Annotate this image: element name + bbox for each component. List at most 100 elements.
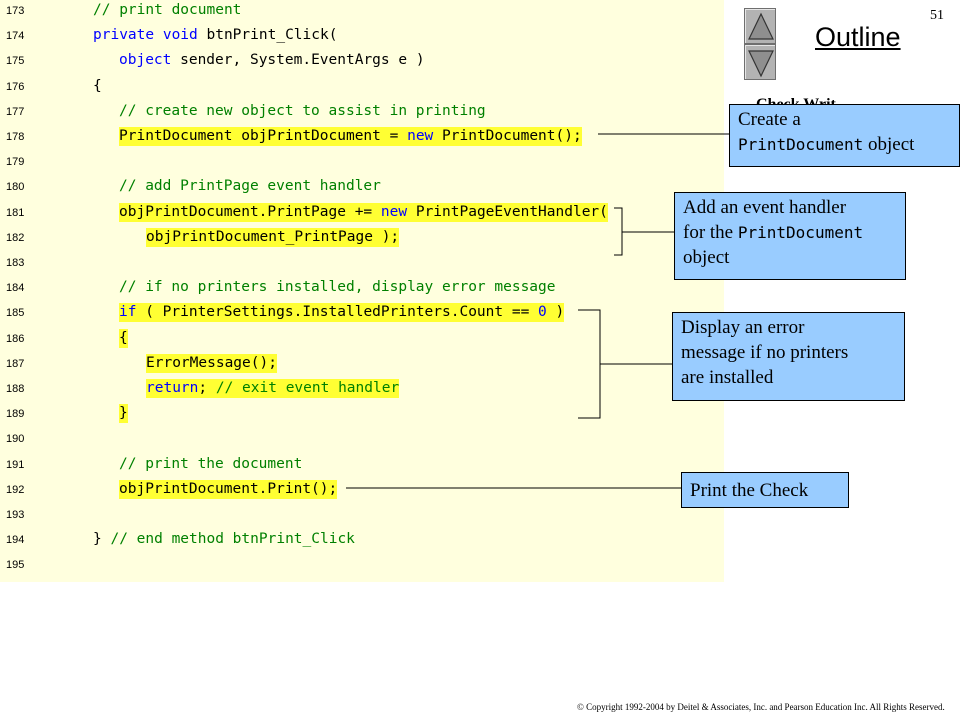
- code-text: return; // exit event handler: [146, 379, 400, 398]
- code-token-comment: // exit event handler: [215, 380, 400, 396]
- callout-create-line1: Create a: [738, 109, 801, 130]
- code-text: object sender, System.EventArgs e ): [119, 51, 425, 70]
- line-number: 180: [6, 181, 25, 194]
- callout-error-line2: message if no printers: [681, 342, 849, 363]
- line-number: 173: [6, 5, 25, 17]
- line-number: 194: [6, 534, 25, 547]
- code-text: PrintDocument objPrintDocument = new Pri…: [119, 127, 582, 146]
- code-text: // create new object to assist in printi…: [119, 102, 486, 121]
- code-token-keyword: private void: [93, 27, 198, 44]
- code-token-plain: ErrorMessage();: [146, 354, 277, 371]
- line-number: 186: [6, 332, 25, 345]
- code-token-keyword: new: [380, 203, 408, 220]
- code-line: 173 // print document: [0, 0, 724, 25]
- code-token-plain: {: [93, 77, 102, 94]
- code-token-plain: PrintDocument();: [433, 128, 582, 144]
- code-line: 183: [0, 252, 724, 277]
- code-line: 186 {: [0, 328, 724, 353]
- page-number: 51: [930, 8, 944, 23]
- line-number: 178: [6, 131, 25, 143]
- code-text: }: [119, 404, 128, 424]
- code-line: 185 if ( PrinterSettings.InstalledPrinter…: [0, 302, 724, 327]
- code-token-plain: PrintDocument objPrintDocument =: [119, 128, 408, 144]
- outline-title[interactable]: Outline: [815, 22, 901, 52]
- code-token-comment: // print document: [93, 2, 242, 18]
- code-line: 194} // end method btnPrint_Click: [0, 529, 724, 554]
- line-number: 187: [6, 357, 25, 370]
- line-number: 184: [6, 282, 25, 295]
- line-number: 188: [6, 383, 25, 395]
- code-token-plain: }: [93, 531, 111, 548]
- line-number: 192: [6, 483, 25, 496]
- line-number: 193: [6, 509, 25, 521]
- code-text: {: [93, 77, 102, 96]
- code-line: 180 // add PrintPage event handler: [0, 176, 724, 201]
- callout-create-printdocument: Create a PrintDocument object: [729, 104, 960, 167]
- callout-event-handler: Add an event handler for the PrintDocume…: [674, 192, 906, 280]
- code-line: 177 // create new object to assist in pri…: [0, 101, 724, 126]
- code-line: 191// print the document: [0, 454, 724, 479]
- code-text: ErrorMessage();: [146, 353, 277, 373]
- callout-handler-prefix: for the: [683, 222, 738, 243]
- callout-print-check: Print the Check: [681, 472, 849, 508]
- code-text: if ( PrinterSettings.InstalledPrinters.C…: [119, 303, 565, 323]
- code-token-plain: objPrintDocument.PrintPage +=: [119, 203, 381, 220]
- line-number: 183: [6, 257, 25, 269]
- callout-error-line1: Display an error: [681, 317, 805, 338]
- code-text: // add PrintPage event handler: [119, 177, 381, 196]
- code-token-comment: // add PrintPage event handler: [119, 178, 381, 195]
- code-line: 189}: [0, 403, 724, 428]
- code-token-plain: {: [119, 329, 128, 346]
- line-number: 177: [6, 105, 25, 118]
- code-line: 181 objPrintDocument.PrintPage += new Pri…: [0, 202, 724, 227]
- code-line: 193: [0, 504, 724, 529]
- code-text: // print the document: [119, 455, 302, 474]
- code-text: {: [119, 328, 128, 348]
- previous-slide-button[interactable]: [744, 8, 776, 44]
- code-token-comment: // if no printers installed, display err…: [119, 279, 556, 296]
- code-text: // if no printers installed, display err…: [119, 278, 556, 297]
- code-token-plain: PrintPageEventHandler(: [407, 203, 608, 220]
- line-number: 182: [6, 231, 25, 244]
- callout-create-code: PrintDocument: [738, 135, 864, 154]
- triangle-down-icon: [748, 50, 774, 78]
- code-line: 188 return; // exit event handler: [0, 378, 724, 403]
- code-token-keyword: if: [119, 304, 137, 321]
- code-text: } // end method btnPrint_Click: [93, 530, 355, 549]
- code-text: objPrintDocument.PrintPage += new PrintP…: [119, 202, 608, 222]
- next-slide-button[interactable]: [744, 44, 776, 80]
- handler-bracket: [614, 207, 623, 256]
- callout-handler-code: PrintDocument: [737, 223, 864, 242]
- callout-handler-line3: object: [683, 247, 730, 268]
- code-token-keyword: new: [407, 128, 434, 144]
- code-token-keyword: object: [119, 52, 172, 69]
- code-token-plain: ): [546, 304, 565, 321]
- code-line: 184 // if no printers installed, display …: [0, 277, 724, 302]
- code-token-comment: // end method btnPrint_Click: [110, 531, 355, 548]
- triangle-up-icon: [748, 12, 774, 40]
- line-number: 181: [6, 206, 25, 219]
- code-token-comment: // create new object to assist in printi…: [119, 102, 486, 119]
- code-token-plain: }: [119, 405, 128, 422]
- code-line: 179: [0, 151, 724, 176]
- line-number: 190: [6, 433, 25, 446]
- callout-print-text: Print the Check: [690, 480, 809, 501]
- code-token-plain: objPrintDocument_PrintPage );: [146, 228, 400, 245]
- error-bracket: [578, 309, 601, 419]
- code-line: 187 ErrorMessage();: [0, 353, 724, 378]
- callout-error-message: Display an error message if no printers …: [672, 312, 905, 401]
- code-text: private void btnPrint_Click(: [93, 26, 337, 45]
- code-token-plain: btnPrint_Click(: [197, 27, 338, 44]
- callout-handler-line1: Add an event handler: [683, 197, 847, 218]
- callout-error-line3: are installed: [681, 367, 774, 388]
- line-number: 185: [6, 307, 25, 320]
- code-line: 190: [0, 428, 724, 453]
- code-token-plain: objPrintDocument.Print();: [119, 480, 338, 497]
- code-token-plain: sender, System.EventArgs e ): [171, 52, 425, 69]
- code-token-keyword: 0: [538, 304, 547, 321]
- code-line: 192 objPrintDocument.Print();: [0, 479, 724, 504]
